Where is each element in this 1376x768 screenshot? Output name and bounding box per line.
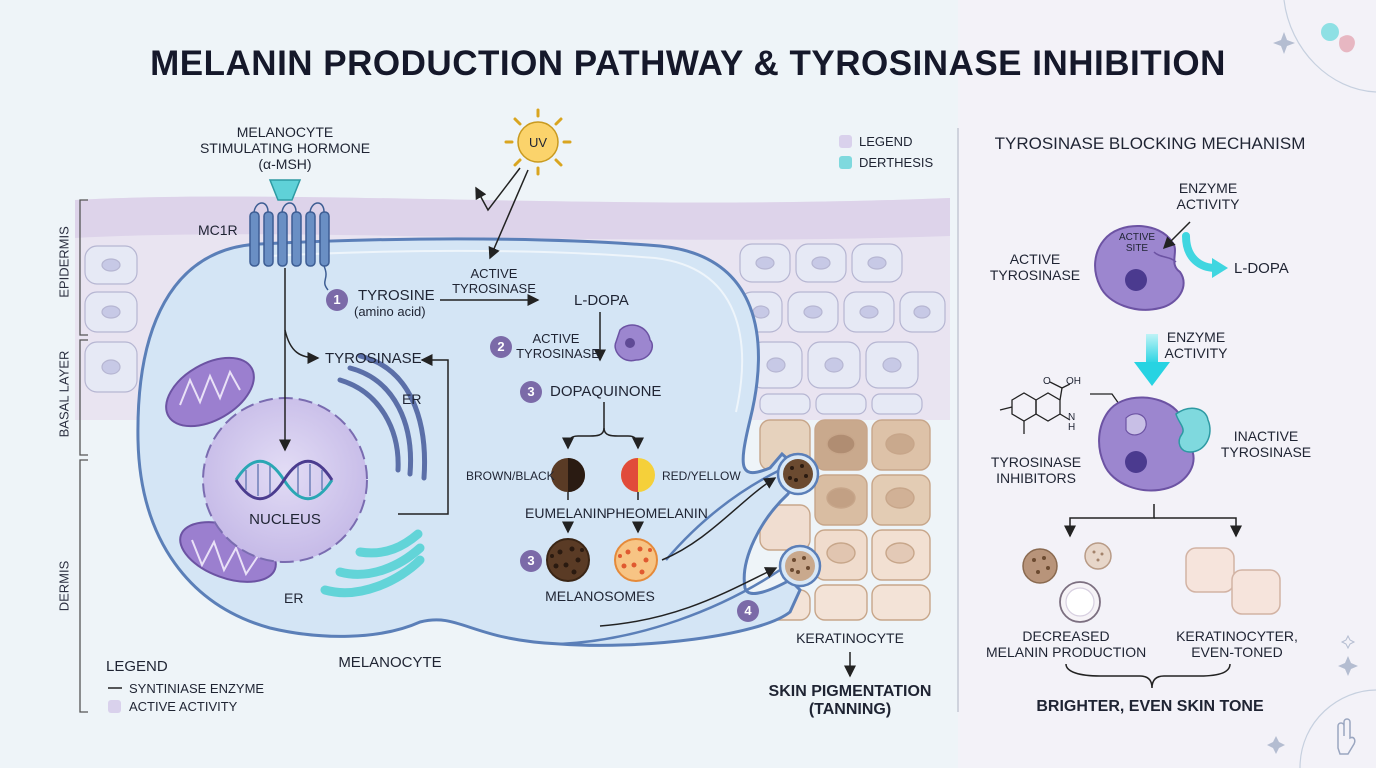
step-2-badge: 2 (490, 336, 512, 358)
delivered-melanosome-lower (778, 544, 822, 588)
uv-label: UV (528, 135, 548, 150)
enzyme-activity-2-line2: ACTIVITY (1164, 345, 1228, 361)
bottom-legend-swatch (108, 700, 121, 713)
dendrite-lower (559, 568, 781, 646)
mc1r-receptor (249, 202, 330, 291)
decreased-melanin-granules (1022, 542, 1112, 623)
epidermis-cells (84, 243, 946, 415)
skin-pigmentation-line1: SKIN PIGMENTATION (768, 683, 932, 700)
inhibitors-line2: INHIBITORS (996, 470, 1076, 486)
uv-sun-icon (504, 108, 572, 176)
inactive-tyrosinase-enzyme (1098, 396, 1195, 492)
active-tyrosinase-top-1: ACTIVE (470, 266, 518, 281)
tyrosinase-label: TYROSINASE (325, 350, 422, 367)
hand-touch-icon (1337, 718, 1356, 755)
enzyme-activity-1-line2: ACTIVITY (1176, 196, 1240, 212)
brown-black-circle (551, 458, 585, 492)
right-panel-bg (958, 0, 1376, 768)
inhibitor-blocker (1175, 407, 1211, 453)
active-tyrosinase-mid-2: TYROSINASE (516, 346, 600, 361)
layer-label-basal: BASAL LAYER (56, 350, 72, 438)
right-ldopa-label: L-DOPA (1234, 260, 1289, 277)
decor-top-right (1283, 0, 1376, 768)
molecule-o-label: O (1043, 376, 1051, 387)
pheomelanin-label: PHEOMELANIN (606, 505, 708, 521)
dna-helix-icon (234, 459, 334, 501)
hormone-label-line3: (α-MSH) (258, 156, 312, 172)
enzyme-activity-1-line1: ENZYME (1178, 180, 1238, 196)
melanosomes-label: MELANOSOMES (545, 588, 655, 604)
active-site-line2: SITE (1125, 243, 1149, 254)
page-title: MELANIN PRODUCTION PATHWAY & TYROSINASE … (150, 44, 1226, 83)
receptor-label: MC1R (198, 222, 238, 238)
step-3-badge: 3 (520, 381, 542, 403)
top-legend-swatch-2 (839, 156, 852, 169)
active-tyrosinase-enzyme (1094, 225, 1185, 311)
molecule-oh-label: OH (1066, 376, 1081, 387)
keratinocyter-line1: KERATINOCYTER, (1176, 628, 1298, 644)
inactive-tyrosinase-line2: TYROSINASE (1220, 444, 1312, 460)
alpha-msh-ligand (268, 179, 302, 201)
hormone-label-line1: MELANOCYTE (236, 124, 334, 140)
inhibitors-line1: TYROSINASE (990, 454, 1082, 470)
active-site-line1: ACTIVE (1118, 232, 1156, 243)
top-legend-label-1: LEGEND (859, 134, 913, 149)
dopaquinone-label: DOPAQUINONE (550, 383, 662, 400)
step-4-badge: 4 (737, 600, 759, 622)
keratinocyte-cells (759, 419, 931, 621)
er-top (337, 353, 428, 481)
bottom-legend-title: LEGEND (106, 658, 168, 675)
decreased-line2: MELANIN PRODUCTION (986, 644, 1147, 660)
layer-bracket (79, 199, 88, 713)
top-legend-label-2: DERTHESIS (859, 155, 934, 170)
even-toned-keratinocytes (1185, 547, 1281, 615)
keratinocyte-label: KERATINOCYTE (796, 630, 904, 646)
molecule-h-label: H (1068, 422, 1076, 433)
ldopa-label: L-DOPA (574, 292, 629, 309)
result-label: BRIGHTER, EVEN SKIN TONE (1036, 698, 1264, 715)
nucleus-label: NUCLEUS (249, 511, 321, 528)
red-yellow-label: RED/YELLOW (662, 469, 741, 483)
layer-label-epidermis: EPIDERMIS (56, 226, 72, 298)
step-3b-badge: 3 (520, 550, 542, 572)
hormone-label-line2: STIMULATING HORMONE (199, 140, 371, 156)
active-tyrosinase-line1: ACTIVE (1009, 251, 1061, 267)
amino-acid-label: (amino acid) (354, 304, 426, 319)
right-panel-title: TYROSINASE BLOCKING MECHANISM (994, 134, 1306, 153)
step-1-badge: 1 (326, 289, 348, 311)
er-bottom-label: ER (284, 590, 304, 606)
active-tyrosinase-line2: TYROSINASE (989, 267, 1081, 283)
pheomelanin-melanosome (614, 538, 658, 582)
decreased-line1: DECREASED (1022, 628, 1110, 644)
enzyme-activity-2-line1: ENZYME (1166, 329, 1226, 345)
active-tyrosinase-top-2: TYROSINASE (452, 281, 536, 296)
delivered-melanosome-upper (776, 452, 820, 496)
red-yellow-circle (621, 458, 655, 492)
melanocyte-label: MELANOCYTE (338, 654, 442, 671)
mitochondrion-top (165, 356, 255, 428)
layer-label-dermis: DERMIS (56, 560, 72, 612)
eumelanin-label: EUMELANIN (525, 505, 607, 521)
keratinocyter-line2: EVEN-TONED (1191, 644, 1283, 660)
eumelanin-melanosome (546, 538, 590, 582)
tyrosine-label: TYROSINE (358, 287, 435, 304)
top-legend-swatch-1 (839, 135, 852, 148)
droplet-icon (1321, 23, 1355, 53)
bottom-legend-item-2: ACTIVE ACTIVITY (129, 699, 238, 714)
inactive-tyrosinase-line1: INACTIVE (1233, 428, 1299, 444)
molecule-n-label: N (1068, 412, 1076, 423)
sparkle-icon-group (1267, 32, 1358, 754)
brown-black-label: BROWN/BLACK (466, 469, 555, 483)
er-bottom (320, 529, 425, 598)
bottom-legend-item-1: SYNTINIASE ENZYME (129, 681, 265, 696)
er-top-label: ER (402, 391, 422, 407)
skin-pigmentation-line2: (TANNING) (808, 701, 892, 718)
active-tyrosinase-mid-1: ACTIVE (532, 331, 580, 346)
cyan-down-arrow (1146, 334, 1158, 364)
